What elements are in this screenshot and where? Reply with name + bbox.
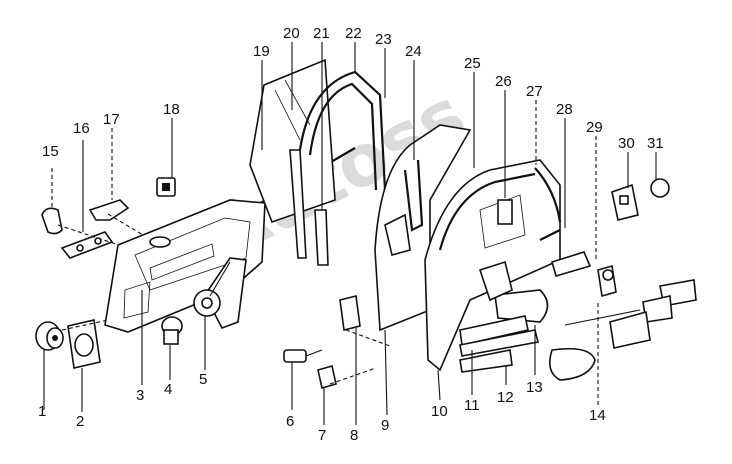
door-trim-panel [104, 199, 266, 333]
side-mirror [549, 347, 596, 381]
callout-22: 22 [345, 25, 362, 42]
callout-24: 24 [405, 43, 422, 60]
callout-23: 23 [375, 31, 392, 48]
key-set [597, 264, 617, 298]
glass-run-channel [289, 149, 329, 266]
callout-1: 1 [38, 403, 46, 420]
callout-labels: 1 2 3 4 5 6 7 8 9 10 11 12 13 14 15 16 1… [38, 25, 664, 444]
callout-21: 21 [313, 25, 330, 42]
callout-2: 2 [76, 413, 84, 430]
lock-module [551, 251, 592, 277]
weatherstrip [534, 167, 562, 223]
callout-15: 15 [42, 143, 59, 160]
callout-6: 6 [286, 413, 294, 430]
leader-lines [43, 42, 657, 425]
lock-cylinder [35, 321, 64, 351]
door-latch-rod [459, 329, 539, 357]
lock-escutcheon [67, 319, 101, 369]
callout-8: 8 [350, 427, 358, 444]
trim-clip [156, 177, 176, 197]
callout-9: 9 [381, 417, 389, 434]
door-switch [283, 349, 323, 363]
callout-19: 19 [253, 43, 270, 60]
callout-28: 28 [556, 101, 573, 118]
window-regulator [193, 257, 247, 329]
callout-5: 5 [199, 371, 207, 388]
door-outer-panel [424, 159, 561, 372]
callout-11: 11 [464, 397, 480, 414]
callout-7: 7 [318, 427, 326, 444]
callout-17: 17 [103, 111, 120, 128]
callout-12: 12 [497, 389, 514, 406]
striker-bracket [339, 295, 361, 331]
callout-30: 30 [618, 135, 635, 152]
door-check-strap [459, 315, 529, 346]
door-latch-assembly [611, 183, 639, 221]
window-frame [298, 70, 387, 191]
callout-14: 14 [589, 407, 606, 424]
callout-20: 20 [283, 25, 300, 42]
outer-handle [478, 260, 549, 323]
callout-13: 13 [526, 379, 543, 396]
callout-27: 27 [526, 83, 543, 100]
callout-25: 25 [464, 55, 481, 72]
callout-16: 16 [73, 120, 90, 137]
door-shell [374, 124, 472, 332]
window-crank [161, 316, 183, 345]
callout-31: 31 [647, 135, 664, 152]
inner-handle [60, 231, 114, 259]
inner-handle-clip [88, 199, 130, 221]
callout-29: 29 [586, 119, 603, 136]
callout-18: 18 [163, 101, 180, 118]
mirror-base [609, 279, 697, 349]
lower-reinforcement [459, 349, 513, 373]
callout-10: 10 [431, 403, 448, 420]
door-moulding-strip [539, 229, 561, 241]
door-stopper [317, 364, 337, 390]
callout-26: 26 [495, 73, 512, 90]
callout-4: 4 [164, 381, 172, 398]
callout-3: 3 [136, 387, 144, 404]
latch-cover [650, 178, 670, 198]
inner-handle-bezel [41, 207, 63, 235]
